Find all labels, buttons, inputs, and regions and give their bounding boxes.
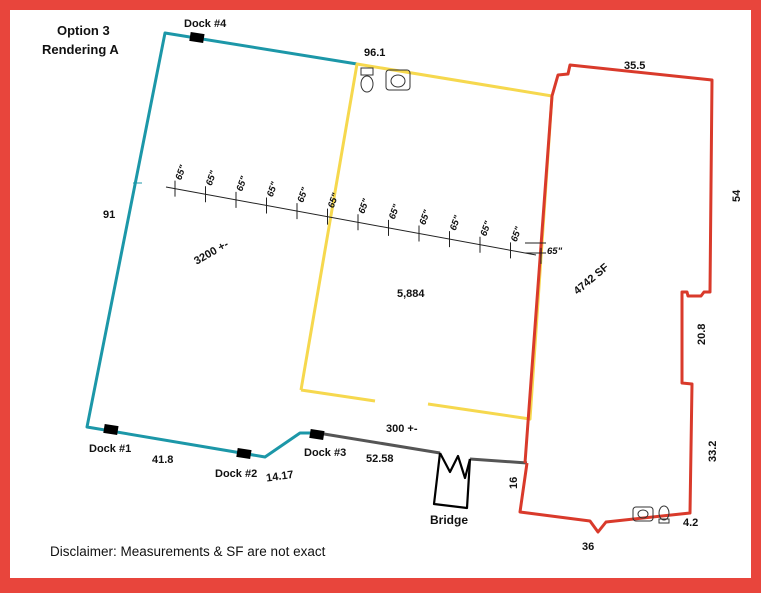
dimension-36: 36 — [582, 541, 594, 553]
dimension-16: 16 — [508, 477, 520, 489]
dock-4-label: Dock #4 — [184, 18, 227, 30]
dock-3-marker — [309, 428, 325, 441]
area-5884: 5,884 — [397, 288, 425, 300]
dimension-54: 54 — [731, 189, 743, 202]
column-spacing-label: 65" — [326, 191, 342, 209]
dimension-96-1: 96.1 — [364, 47, 385, 59]
dimension-52-58: 52.58 — [366, 453, 394, 465]
sheet-background — [10, 10, 751, 578]
dimension-20-8: 20.8 — [696, 324, 708, 345]
dimension-300: 300 +- — [386, 423, 418, 435]
column-grid-line — [165, 186, 537, 256]
column-spacing-label-end: 65" — [547, 246, 563, 257]
toilet-icon-bottom — [658, 505, 670, 524]
dimension-33-2: 33.2 — [707, 441, 719, 462]
title-line-2: Rendering A — [42, 42, 119, 57]
dimension-91: 91 — [103, 209, 115, 221]
column-spacing-label: 65" — [448, 214, 464, 232]
dock-4-marker — [189, 31, 205, 44]
sink-icon-bottom — [632, 506, 654, 522]
disclaimer: Disclaimer: Measurements & SF are not ex… — [50, 544, 326, 559]
column-spacing-label: 65" — [173, 163, 189, 181]
column-spacing-label: 65" — [204, 169, 220, 187]
bridge-symbol — [432, 452, 472, 510]
title-line-1: Option 3 — [57, 23, 110, 38]
column-spacing-label: 65" — [295, 186, 311, 204]
dock-3-label: Dock #3 — [304, 447, 346, 459]
column-spacing-label: 65" — [509, 225, 525, 243]
dock-2-label: Dock #2 — [215, 468, 257, 480]
dock-1-marker — [103, 423, 119, 436]
dock-1-label: Dock #1 — [89, 443, 131, 455]
column-spacing-label: 65" — [234, 175, 250, 193]
yellow-room-bottom-left — [300, 388, 376, 403]
column-ticks: 65" 65" 65" 65" 65" 65" 65" 65" 65" 65" 65" 65" 65" — [173, 163, 563, 264]
dimension-41-8: 41.8 — [152, 454, 173, 466]
red-building-outline — [518, 63, 714, 534]
sink-icon — [385, 69, 411, 91]
gray-front-wall — [317, 431, 441, 455]
bridge-label: Bridge — [430, 513, 468, 527]
column-spacing-label: 65" — [478, 219, 494, 237]
dimension-35-5: 35.5 — [624, 60, 645, 72]
toilet-icon — [360, 67, 374, 93]
dimension-4-2: 4.2 — [683, 517, 698, 529]
column-spacing-label: 65" — [265, 180, 281, 198]
dock-2-marker — [236, 447, 252, 460]
column-spacing-label: 65" — [417, 208, 433, 226]
column-spacing-label: 65" — [387, 203, 403, 221]
bridge-inner — [439, 452, 472, 480]
gray-bridge-connector — [469, 457, 528, 465]
column-spacing-label: 65" — [356, 197, 372, 215]
dimension-14-17: 14.17 — [265, 469, 294, 485]
